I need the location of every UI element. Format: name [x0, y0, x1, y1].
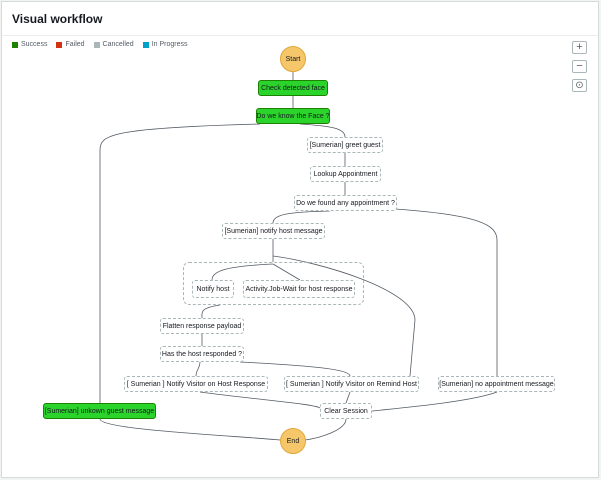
legend-label-cancelled: Cancelled [102, 41, 134, 48]
legend-item-cancelled: Cancelled [93, 41, 134, 48]
step-greet-guest[interactable]: [Sumerian] greet guest [307, 137, 383, 153]
legend-swatch-failed [56, 41, 63, 48]
step-found-appointment[interactable]: Do we found any appointment ? [294, 195, 397, 211]
edge-group-flatten [201, 304, 221, 319]
edge-found-notify-msg [272, 210, 331, 224]
step-notify-host-message[interactable]: [Sumerian] notify host message [222, 223, 325, 239]
step-clear-session[interactable]: Clear Session [320, 403, 372, 419]
legend-label-failed: Failed [65, 41, 85, 48]
legend-label-in-progress: In Progress [151, 41, 188, 48]
step-notify-host[interactable]: Notify host [192, 280, 234, 298]
edge-hostresp-clear [199, 391, 321, 409]
legend-item-success: Success [12, 41, 47, 48]
step-do-we-know-face[interactable]: Do we know the Face ? [256, 108, 330, 124]
legend-swatch-success [12, 41, 18, 48]
step-flatten-payload[interactable]: Flatten response payload [160, 318, 244, 334]
parallel-group [183, 262, 364, 305]
legend-item-failed: Failed [56, 41, 85, 48]
edge-found-noappt [394, 208, 498, 376]
legend-item-in-progress: In Progress [142, 41, 188, 48]
step-lookup-appointment[interactable]: Lookup Appointment [310, 166, 381, 182]
edge-noappt-clear [371, 391, 498, 412]
start-node[interactable]: Start [280, 46, 306, 72]
step-host-responded[interactable]: Has the host responded ? [160, 346, 244, 362]
legend-swatch-cancelled [93, 41, 100, 48]
edge-fork-notify [211, 263, 274, 281]
edge-remind-clear [345, 391, 351, 404]
edge-responded-hostresp [195, 361, 201, 377]
edge-unknown-end [99, 418, 281, 441]
edge-know-greet [299, 123, 346, 138]
edge-clear-end [304, 418, 347, 441]
step-unknown-guest-message[interactable]: [Sumerian] unkown guest message [43, 403, 156, 419]
step-no-appointment-message[interactable]: [Sumerian] no appointment message [438, 376, 555, 392]
edge-fork-wait [272, 263, 301, 281]
legend-label-success: Success [21, 41, 48, 48]
step-visitor-remind-host[interactable]: [ Sumerian ] Notify Visitor on Remind Ho… [284, 376, 419, 392]
legend-swatch-in-progress [142, 41, 149, 48]
edge-remind-loop [272, 255, 416, 377]
center-graph-button[interactable]: ⊙ [572, 79, 587, 92]
end-node[interactable]: End [280, 428, 306, 454]
step-visitor-host-response[interactable]: [ Sumerian ] Notify Visitor on Host Resp… [124, 376, 268, 392]
edge-responded-remind [239, 361, 351, 377]
step-wait-host-response[interactable]: Activity.Job-Wait for host response [243, 280, 355, 298]
zoom-out-button[interactable]: − [572, 60, 587, 73]
panel-header: Visual workflow [2, 2, 598, 36]
step-check-detected-face[interactable]: Check detected face [258, 80, 328, 96]
edge-know-unknown [99, 123, 261, 403]
status-legend: Success Failed Cancelled In Progress [12, 41, 187, 48]
panel-title: Visual workflow [12, 12, 103, 26]
zoom-in-button[interactable]: + [572, 41, 587, 54]
